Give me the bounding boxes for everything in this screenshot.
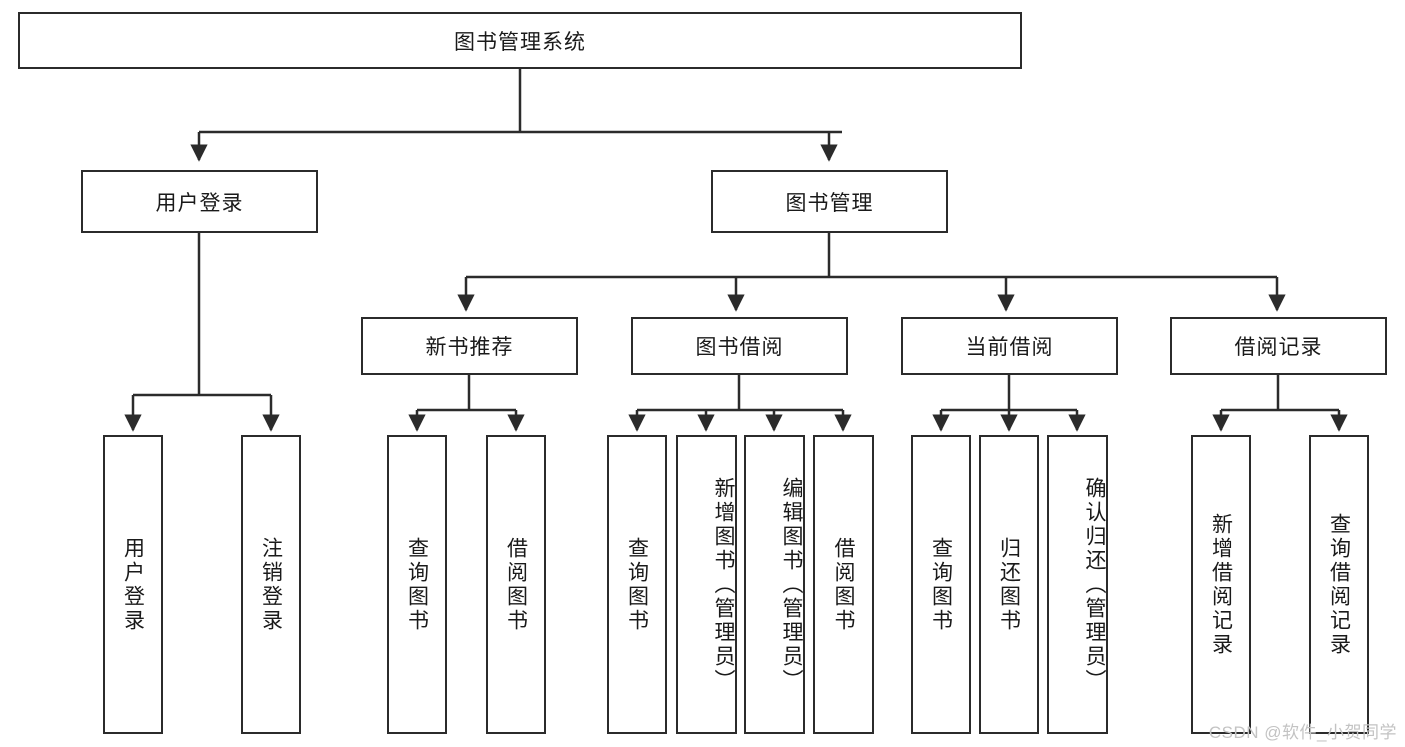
node-current-borrow[interactable]: 当前借阅 <box>901 317 1118 375</box>
leaf-add-book-admin[interactable]: 新增图书（管理员） <box>676 435 737 734</box>
node-label: 图书管理系统 <box>454 30 586 54</box>
leaf-return-book[interactable]: 归还图书 <box>979 435 1039 734</box>
leaf-user-logout[interactable]: 注销登录 <box>241 435 301 734</box>
node-label: 查询图书 <box>929 536 953 633</box>
node-label: 归还图书 <box>997 536 1021 633</box>
node-new-book-recommend[interactable]: 新书推荐 <box>361 317 578 375</box>
node-label: 查询图书 <box>625 536 649 633</box>
leaf-borrow-book[interactable]: 借阅图书 <box>813 435 874 734</box>
node-root-system[interactable]: 图书管理系统 <box>18 12 1022 69</box>
node-label: 编辑图书（管理员） <box>780 476 803 693</box>
csdn-watermark: CSDN @软件_小贺同学 <box>1208 723 1397 742</box>
node-label: 当前借阅 <box>965 336 1054 359</box>
node-label: 用户登录 <box>121 536 145 633</box>
leaf-query-book-borrow[interactable]: 查询图书 <box>607 435 667 734</box>
node-borrow-record[interactable]: 借阅记录 <box>1170 317 1387 375</box>
node-label: 新书推荐 <box>425 336 514 359</box>
node-label: 确认归还（管理员） <box>1083 476 1106 693</box>
node-book-management[interactable]: 图书管理 <box>711 170 948 233</box>
node-label: 新增借阅记录 <box>1209 512 1233 657</box>
node-label: 用户登录 <box>155 191 244 215</box>
leaf-edit-book-admin[interactable]: 编辑图书（管理员） <box>744 435 805 734</box>
node-label: 借阅记录 <box>1234 336 1323 359</box>
node-user-login[interactable]: 用户登录 <box>81 170 318 233</box>
leaf-user-login[interactable]: 用户登录 <box>103 435 163 734</box>
leaf-add-borrow-record[interactable]: 新增借阅记录 <box>1191 435 1251 734</box>
node-label: 借阅图书 <box>504 536 528 633</box>
node-book-borrow[interactable]: 图书借阅 <box>631 317 848 375</box>
node-label: 图书借阅 <box>695 336 784 359</box>
leaf-query-book-current[interactable]: 查询图书 <box>911 435 971 734</box>
leaf-query-borrow-record[interactable]: 查询借阅记录 <box>1309 435 1369 734</box>
node-label: 查询图书 <box>405 536 429 633</box>
node-label: 图书管理 <box>785 191 874 215</box>
leaf-confirm-return-admin[interactable]: 确认归还（管理员） <box>1047 435 1108 734</box>
node-label: 新增图书（管理员） <box>712 476 735 693</box>
node-label: 注销登录 <box>259 536 283 633</box>
node-label: 借阅图书 <box>832 536 856 633</box>
leaf-borrow-book-new-recommend[interactable]: 借阅图书 <box>486 435 546 734</box>
node-label: 查询借阅记录 <box>1327 512 1351 657</box>
leaf-query-book-new-recommend[interactable]: 查询图书 <box>387 435 447 734</box>
